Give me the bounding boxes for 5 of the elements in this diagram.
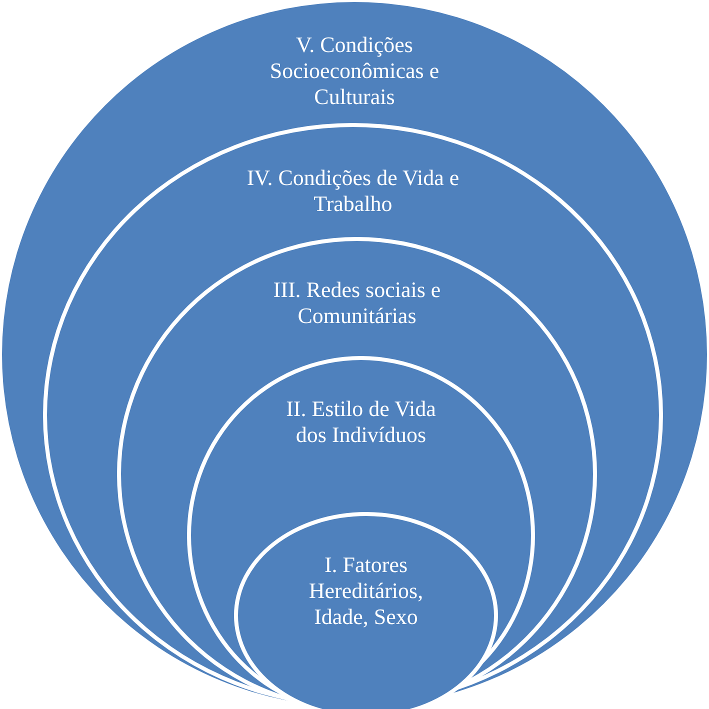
layer-label: I. Fatores Hereditários, Idade, Sexo bbox=[308, 552, 424, 630]
layer-label: V. Condições Socioeconômicas e Culturais bbox=[268, 32, 440, 110]
layer-label: IV. Condições de Vida e Trabalho bbox=[246, 165, 460, 217]
layer-label: II. Estilo de Vida dos Indivíduos bbox=[285, 396, 437, 448]
layer-label: III. Redes sociais e Comunitárias bbox=[272, 277, 442, 329]
